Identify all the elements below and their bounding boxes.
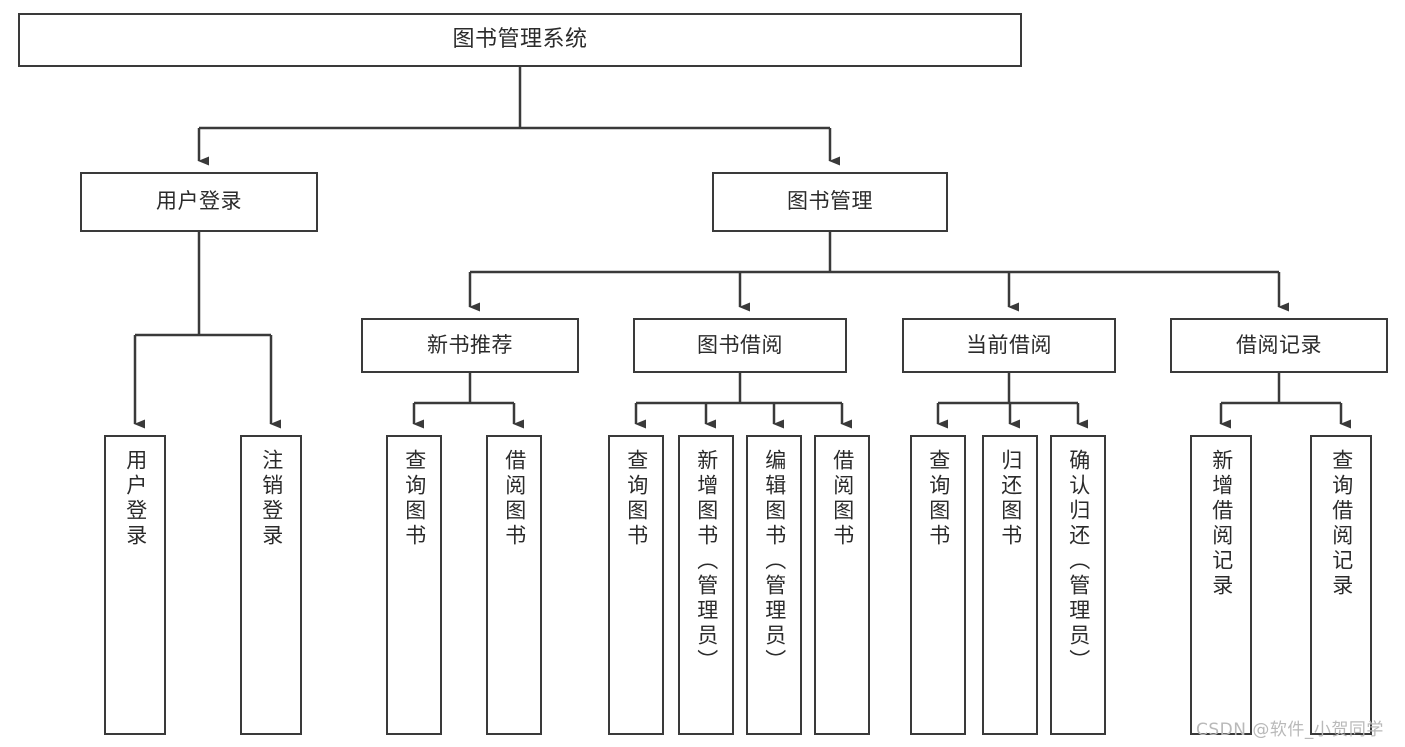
- node-leaf-rec-borrow[interactable]: 借阅图书: [486, 435, 542, 735]
- node-root[interactable]: 图书管理系统: [18, 13, 1022, 67]
- node-leaf-user-login[interactable]: 用户登录: [104, 435, 166, 735]
- node-user-login[interactable]: 用户登录: [80, 172, 318, 232]
- node-leaf-br-query[interactable]: 查询借阅记录: [1310, 435, 1372, 735]
- node-borrow-record[interactable]: 借阅记录: [1170, 318, 1388, 373]
- node-label: 查询图书: [402, 449, 427, 549]
- node-leaf-bb-add[interactable]: 新增图书（管理员）: [678, 435, 734, 735]
- node-label: 新增图书（管理员）: [694, 449, 719, 674]
- node-label: 图书管理: [787, 189, 873, 214]
- node-leaf-bb-borrow[interactable]: 借阅图书: [814, 435, 870, 735]
- node-leaf-cb-query[interactable]: 查询图书: [910, 435, 966, 735]
- node-label: 新增借阅记录: [1209, 449, 1234, 599]
- node-new-book-rec[interactable]: 新书推荐: [361, 318, 579, 373]
- node-leaf-cb-confirm[interactable]: 确认归还（管理员）: [1050, 435, 1106, 735]
- node-book-manage[interactable]: 图书管理: [712, 172, 948, 232]
- node-label: 用户登录: [156, 189, 242, 214]
- edge-paths: [133, 67, 1351, 429]
- node-label: 确认归还（管理员）: [1066, 449, 1091, 674]
- node-current-borrow[interactable]: 当前借阅: [902, 318, 1116, 373]
- node-label: 归还图书: [998, 449, 1023, 549]
- node-leaf-bb-query[interactable]: 查询图书: [608, 435, 664, 735]
- node-leaf-br-add[interactable]: 新增借阅记录: [1190, 435, 1252, 735]
- node-label: 注销登录: [259, 449, 284, 549]
- node-label: 图书管理系统: [452, 26, 588, 52]
- node-label: 用户登录: [123, 449, 148, 549]
- watermark: CSDN @软件_小贺同学: [1196, 720, 1384, 740]
- node-book-borrow[interactable]: 图书借阅: [633, 318, 847, 373]
- node-leaf-rec-query[interactable]: 查询图书: [386, 435, 442, 735]
- node-label: 查询借阅记录: [1329, 449, 1354, 599]
- node-leaf-cb-return[interactable]: 归还图书: [982, 435, 1038, 735]
- node-label: 新书推荐: [427, 332, 513, 357]
- node-label: 图书借阅: [697, 332, 783, 357]
- node-label: 当前借阅: [966, 332, 1052, 357]
- node-leaf-bb-edit[interactable]: 编辑图书（管理员）: [746, 435, 802, 735]
- node-label: 借阅图书: [830, 449, 855, 549]
- node-label: 查询图书: [926, 449, 951, 549]
- node-label: 借阅记录: [1236, 332, 1322, 357]
- node-leaf-user-logout[interactable]: 注销登录: [240, 435, 302, 735]
- node-label: 编辑图书（管理员）: [762, 449, 787, 674]
- node-label: 借阅图书: [502, 449, 527, 549]
- node-label: 查询图书: [624, 449, 649, 549]
